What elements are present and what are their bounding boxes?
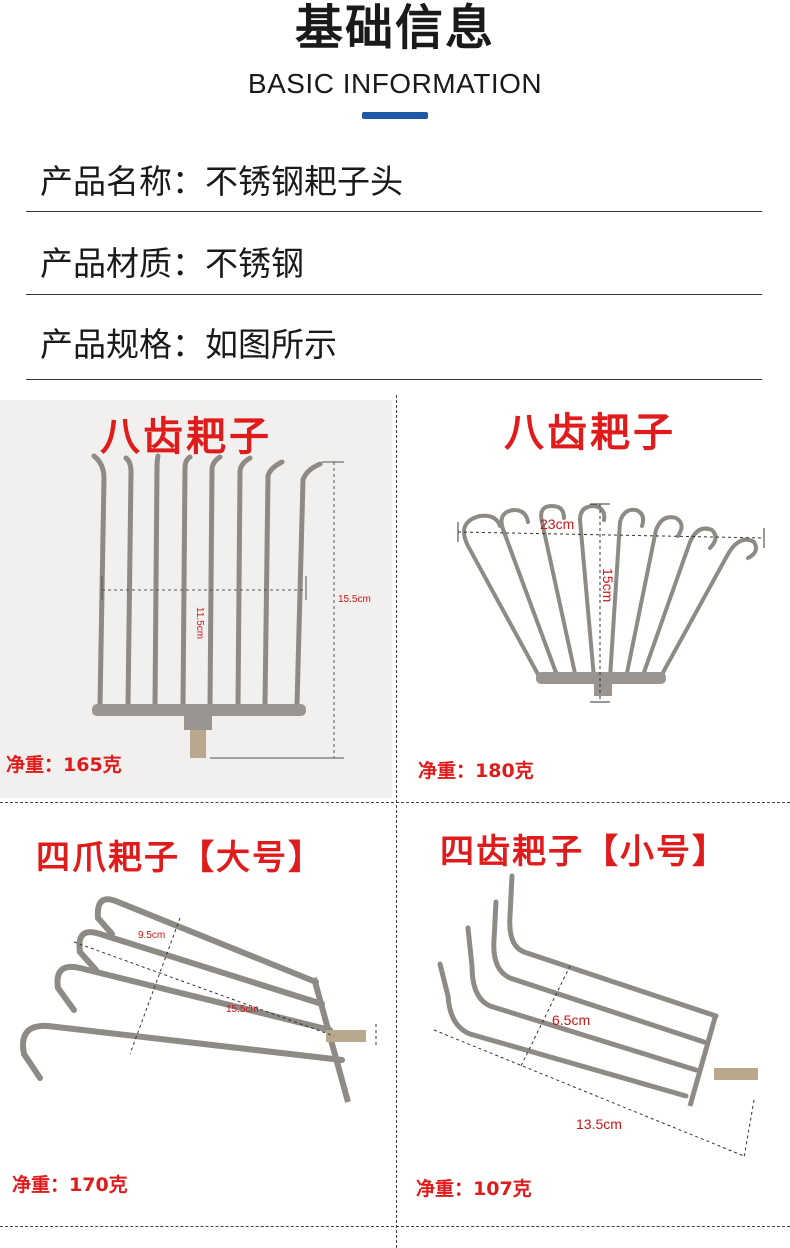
divider <box>26 379 762 380</box>
info-row-material: 产品材质：不锈钢 <box>40 244 304 284</box>
dimension-label: 23cm <box>540 516 575 532</box>
grid-divider-horizontal <box>0 802 790 803</box>
product-card-eight-tooth-2: 八齿耙子 23cm 15cm 净重：180克 <box>398 396 790 800</box>
divider <box>26 294 762 295</box>
product-card-four-tooth-small: 四齿耙子【小号】 6.5cm 13.5cm 净重：107克 <box>398 806 790 1222</box>
info-label: 产品规格： <box>40 325 205 364</box>
rake-four-tooth-image <box>433 873 758 1159</box>
dimension-label: 6.5cm <box>552 1012 591 1028</box>
product-card-eight-tooth-1: 八齿耙子 11.5cm 15.5cm 净重：165克 <box>0 400 392 798</box>
info-label: 产品材质： <box>40 244 205 283</box>
dimension-label: 15cm <box>600 568 616 603</box>
info-value: 如图所示 <box>205 325 337 364</box>
dimension-label: 15.5cm <box>338 594 371 605</box>
dimension-label: 11.5cm <box>194 607 205 640</box>
product-title: 八齿耙子 <box>100 414 272 460</box>
rake-eight-tooth-image <box>91 453 344 759</box>
product-weight: 净重：180克 <box>418 760 534 782</box>
dimension-label: 13.5cm <box>576 1116 622 1132</box>
page-subtitle: BASIC INFORMATION <box>247 68 543 99</box>
product-title: 八齿耙子 <box>504 410 676 456</box>
rake-four-claw-image <box>20 896 377 1103</box>
product-title: 四爪耙子【大号】 <box>36 838 324 878</box>
info-value: 不锈钢耙子头 <box>205 162 403 201</box>
info-row-name: 产品名称：不锈钢耙子头 <box>40 162 403 202</box>
product-card-four-claw-large: 四爪耙子【大号】 9.5cm 15.5cm 净重：170克 <box>0 806 394 1222</box>
page-title: 基础信息 <box>294 0 495 56</box>
dimension-label: 9.5cm <box>138 930 166 941</box>
product-title: 四齿耙子【小号】 <box>440 832 728 872</box>
title-underline <box>362 112 428 119</box>
rake-curved-image <box>457 503 765 703</box>
info-row-spec: 产品规格：如图所示 <box>40 325 337 365</box>
product-weight: 净重：170克 <box>12 1174 128 1196</box>
dimension-label: 15.5cm <box>226 1004 259 1015</box>
info-value: 不锈钢 <box>205 244 304 283</box>
divider <box>26 211 762 212</box>
info-label: 产品名称： <box>40 162 205 201</box>
grid-divider-horizontal <box>0 1226 790 1227</box>
product-weight: 净重：107克 <box>416 1178 532 1200</box>
grid-divider-vertical <box>396 395 397 1248</box>
product-weight: 净重：165克 <box>6 754 122 776</box>
